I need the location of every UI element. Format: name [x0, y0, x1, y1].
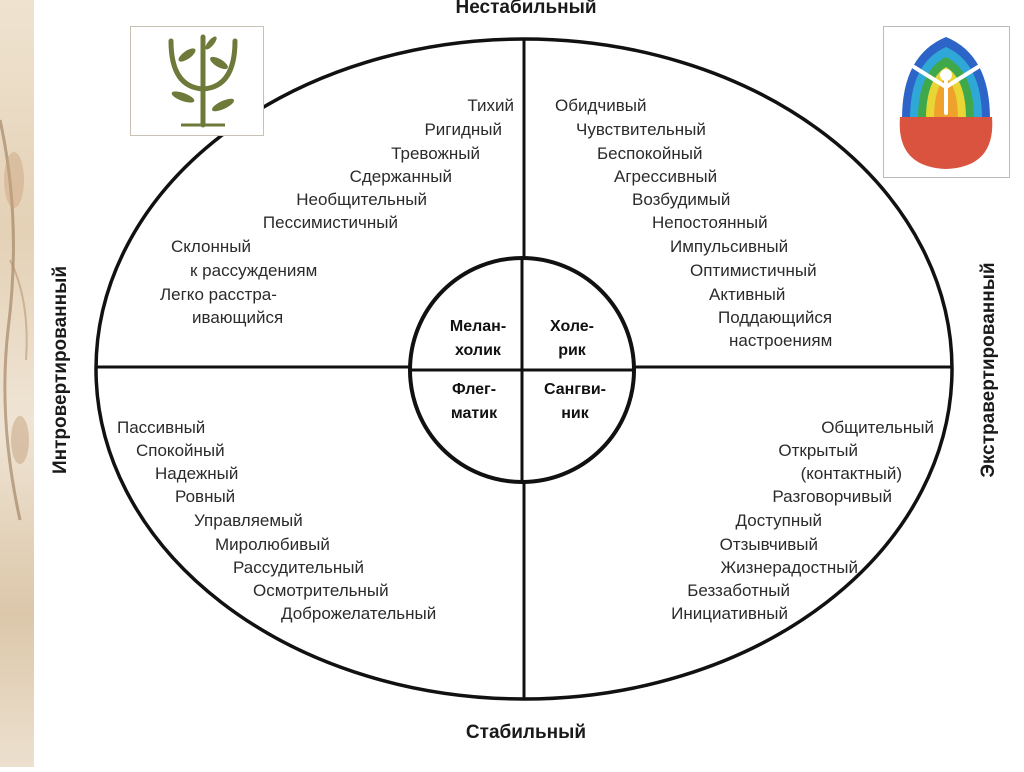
trait: Инициативный: [671, 604, 788, 623]
trait: Жизнерадостный: [720, 558, 858, 577]
trait: Рассудительный: [233, 558, 364, 577]
quadrant-top-right: Обидчивый Чувствительный Беспокойный Агр…: [555, 96, 832, 350]
trait: Тихий: [467, 96, 514, 115]
trait: Беспокойный: [597, 144, 702, 163]
trait: Поддающийся: [718, 308, 832, 327]
trait: Возбудимый: [632, 190, 730, 209]
trait: Спокойный: [136, 441, 225, 460]
trait: (контактный): [801, 464, 902, 483]
quadrant-bottom-left: Пассивный Спокойный Надежный Ровный Упра…: [117, 418, 436, 623]
trait: ивающийся: [192, 308, 283, 327]
temperament-choleric-line1: Холе-: [550, 318, 594, 335]
quadrant-bottom-right: Общительный Открытый (контактный) Разгов…: [671, 418, 934, 623]
trait: Ровный: [175, 487, 235, 506]
matryoshka-logo-icon: [883, 26, 1010, 178]
trait: Надежный: [155, 464, 238, 483]
trait: Легко расстра-: [160, 285, 277, 304]
trait: Оптимистичный: [690, 261, 817, 280]
trait: настроениям: [729, 331, 832, 350]
trait: Управляемый: [194, 511, 303, 530]
quadrant-top-left: Тихий Ригидный Тревожный Сдержанный Необ…: [160, 96, 514, 327]
temperament-sanguine-line1: Сангви-: [544, 381, 606, 398]
trait: Беззаботный: [687, 581, 790, 600]
trait: Ригидный: [424, 120, 502, 139]
trait: Необщительный: [296, 190, 427, 209]
temperament-melancholic-line2: холик: [455, 342, 502, 359]
trait: к рассуждениям: [190, 261, 317, 280]
trait: Активный: [709, 285, 785, 304]
trait: Осмотрительный: [253, 581, 389, 600]
trait: Импульсивный: [670, 237, 788, 256]
trait: Разговорчивый: [772, 487, 892, 506]
axis-label-left: Интровертированный: [50, 266, 71, 474]
decorative-side-strip: [0, 0, 34, 767]
trait: Доброжелательный: [281, 604, 436, 623]
trait: Обидчивый: [555, 96, 646, 115]
trait: Пассивный: [117, 418, 205, 437]
trait: Общительный: [821, 418, 934, 437]
temperament-phlegmatic-line2: матик: [451, 405, 498, 422]
trait: Чувствительный: [576, 120, 706, 139]
trait: Открытый: [778, 441, 858, 460]
temperament-sanguine-line2: ник: [561, 405, 590, 422]
trait: Агрессивный: [614, 167, 717, 186]
psi-logo-icon: [130, 26, 264, 136]
trait: Доступный: [736, 511, 822, 530]
temperament-choleric-line2: рик: [558, 342, 587, 359]
axis-label-bottom: Стабильный: [466, 722, 586, 743]
trait: Миролюбивый: [215, 535, 330, 554]
temperament-melancholic-line1: Мелан-: [450, 318, 506, 335]
trait: Отзывчивый: [720, 535, 818, 554]
trait: Сдержанный: [350, 167, 452, 186]
axis-label-right: Экстравертированный: [978, 262, 999, 477]
trait: Склонный: [171, 237, 251, 256]
trait: Пессимистичный: [263, 213, 398, 232]
trait: Непостоянный: [652, 213, 768, 232]
trait: Тревожный: [391, 144, 480, 163]
temperament-phlegmatic-line1: Флег-: [452, 381, 496, 398]
axis-label-top: Нестабильный: [455, 0, 596, 18]
